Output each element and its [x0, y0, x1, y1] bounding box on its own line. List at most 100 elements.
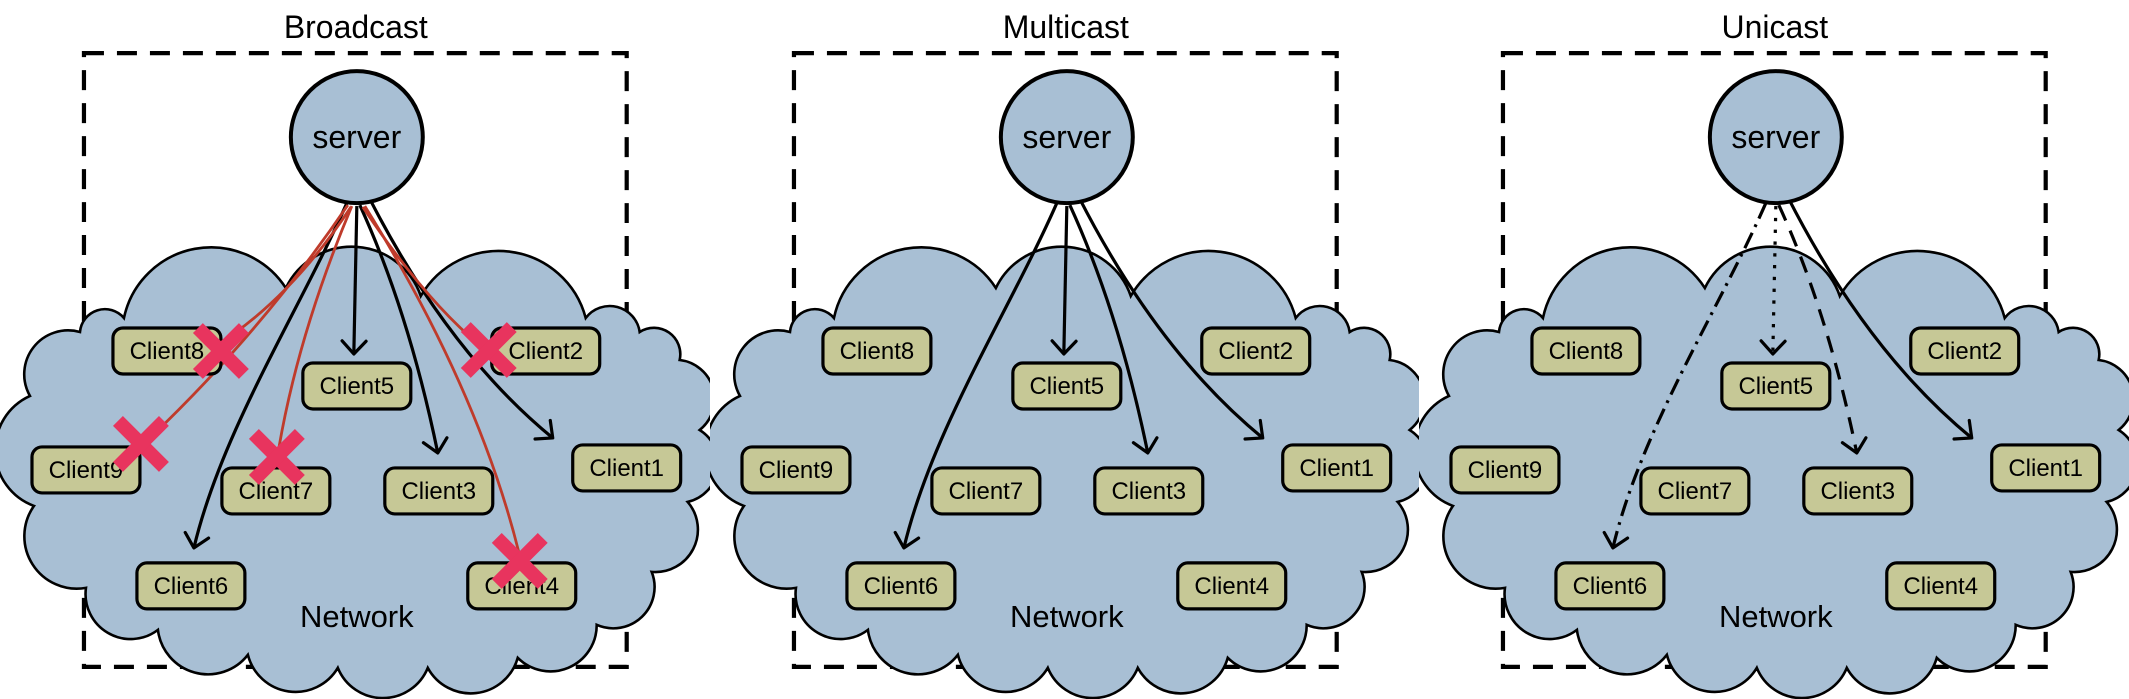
client-label: Client8 [839, 338, 914, 365]
client-box [1199, 326, 1311, 376]
blocked-cross-icon [460, 322, 517, 378]
server-label: server [312, 119, 401, 155]
client-label: Client8 [130, 338, 205, 365]
client-node-client6: Client6 [844, 561, 957, 611]
network-label: Network [1719, 599, 1833, 634]
client-node-client1: Client1 [1990, 443, 2102, 493]
client-box [1990, 443, 2102, 493]
client-box [383, 466, 495, 516]
client-label: Client6 [863, 573, 938, 600]
client-label: Client5 [1739, 373, 1814, 400]
edge-server-to-client7 [277, 205, 354, 449]
client-node-client3: Client3 [383, 466, 495, 516]
client-box [740, 445, 852, 495]
client-node-client2: Client2 [1199, 326, 1311, 376]
server-label: server [1022, 119, 1111, 155]
client-box [1554, 561, 1666, 611]
client-label: Client7 [239, 478, 314, 505]
client-label: Client5 [320, 373, 395, 400]
edge-server-to-client6 [1602, 202, 1768, 550]
client-node-client7: Client7 [929, 466, 1042, 516]
client-label: Client9 [49, 457, 124, 484]
client-label: Client6 [1573, 573, 1648, 600]
client-label: Client9 [758, 457, 833, 484]
client-node-client9: Client9 [1449, 445, 1561, 495]
client-label: Client9 [1468, 457, 1543, 484]
client-label: Client3 [1821, 478, 1896, 505]
client-box [1010, 361, 1123, 411]
client-box [1639, 466, 1751, 516]
client-box [844, 561, 957, 611]
client-node-client3: Client3 [1092, 466, 1205, 516]
edge-server-to-client4 [363, 205, 521, 553]
client-box [1175, 561, 1287, 611]
client-node-client8: Client8 [111, 326, 223, 376]
client-box [1909, 326, 2021, 376]
client-label: Client3 [401, 478, 476, 505]
edge-server-to-client1 [1786, 196, 1974, 441]
client-box [1449, 445, 1561, 495]
edge-server-to-client5 [1759, 206, 1787, 356]
edge-server-to-client1 [367, 196, 555, 441]
client-label: Client8 [1549, 338, 1624, 365]
client-label: Client4 [1194, 573, 1269, 600]
client-label: Client2 [1928, 338, 2003, 365]
client-label: Client2 [1218, 338, 1293, 365]
client-node-client4: Client4 [466, 561, 578, 611]
client-node-client1: Client1 [1280, 443, 1392, 493]
client-node-client1: Client1 [571, 443, 683, 493]
client-box [1885, 561, 1997, 611]
client-node-client7: Client7 [220, 466, 332, 516]
server-circle [998, 69, 1135, 206]
client-node-client9: Client9 [30, 445, 142, 495]
client-box [135, 561, 247, 611]
client-box [30, 445, 142, 495]
client-label: Client4 [1904, 573, 1979, 600]
client-node-client4: Client4 [1885, 561, 1997, 611]
client-node-client4: Client4 [1175, 561, 1287, 611]
client-box [301, 361, 413, 411]
client-box [821, 326, 933, 376]
panel-svg-unicast: UnicastNetworkClient8Client5Client2Clien… [1419, 9, 2129, 699]
client-box [571, 443, 683, 493]
edge-server-to-client5 [1050, 206, 1078, 356]
client-box [1092, 466, 1205, 516]
panel-title: Multicast [1002, 9, 1128, 45]
server-node: server [1708, 69, 1845, 206]
client-node-client9: Client9 [740, 445, 852, 495]
edge-server-to-client3 [1068, 204, 1159, 455]
client-label: Client7 [948, 478, 1023, 505]
client-label: Client1 [589, 455, 664, 482]
blocked-cross-icon [192, 323, 249, 379]
client-node-client7: Client7 [1639, 466, 1751, 516]
client-label: Client6 [154, 573, 229, 600]
server-circle [1708, 69, 1845, 206]
server-circle [288, 69, 425, 206]
network-label: Network [1010, 599, 1124, 634]
blocked-cross-icon [112, 416, 169, 472]
client-node-client5: Client5 [1010, 361, 1123, 411]
edge-server-to-client6 [183, 202, 349, 550]
client-box [1720, 361, 1832, 411]
edge-server-to-client6 [893, 202, 1058, 550]
server-node: server [288, 69, 425, 206]
client-box [1530, 326, 1642, 376]
panel-svg-broadcast: BroadcastNetworkClient8Client5Client2Cli… [0, 9, 710, 699]
client-box [1802, 466, 1914, 516]
edge-server-to-client3 [1777, 204, 1868, 455]
client-label: Client1 [1299, 455, 1374, 482]
client-node-client6: Client6 [1554, 561, 1666, 611]
panel-title: Broadcast [284, 9, 428, 45]
client-box [1280, 443, 1392, 493]
blocked-cross-icon [491, 532, 548, 589]
client-node-client5: Client5 [1720, 361, 1832, 411]
client-label: Client1 [2009, 455, 2084, 482]
client-node-client5: Client5 [301, 361, 413, 411]
client-box [220, 466, 332, 516]
edge-server-to-client1 [1077, 196, 1264, 441]
